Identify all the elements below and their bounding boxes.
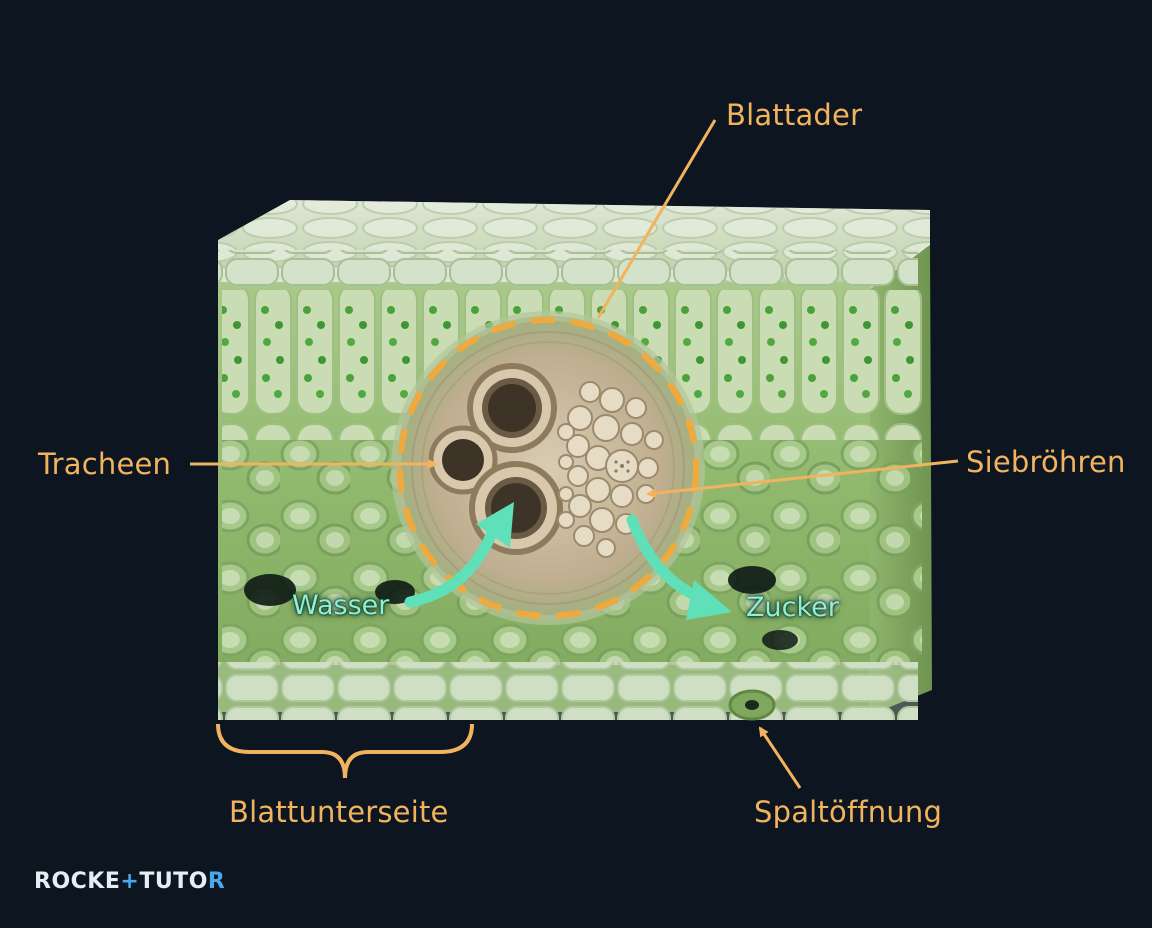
label-wasser: Wasser	[292, 590, 390, 621]
brand-text-tuto: TUTO	[139, 869, 208, 894]
brand-text-rocke: ROCKE	[34, 869, 121, 894]
brand-logo: ROCKE+TUTOR	[34, 871, 225, 893]
label-blattunterseite: Blattunterseite	[229, 795, 449, 829]
siebroehren-tubes	[557, 381, 664, 558]
brand-text-r: R	[207, 869, 226, 894]
label-spaltoeffnung: Spaltöffnung	[754, 795, 943, 829]
label-zucker: Zucker	[746, 592, 839, 623]
label-tracheen: Tracheen	[38, 447, 172, 481]
brand-plus-icon: +	[120, 869, 140, 894]
label-blattader: Blattader	[726, 98, 863, 132]
label-siebroehren: Siebröhren	[966, 445, 1126, 479]
